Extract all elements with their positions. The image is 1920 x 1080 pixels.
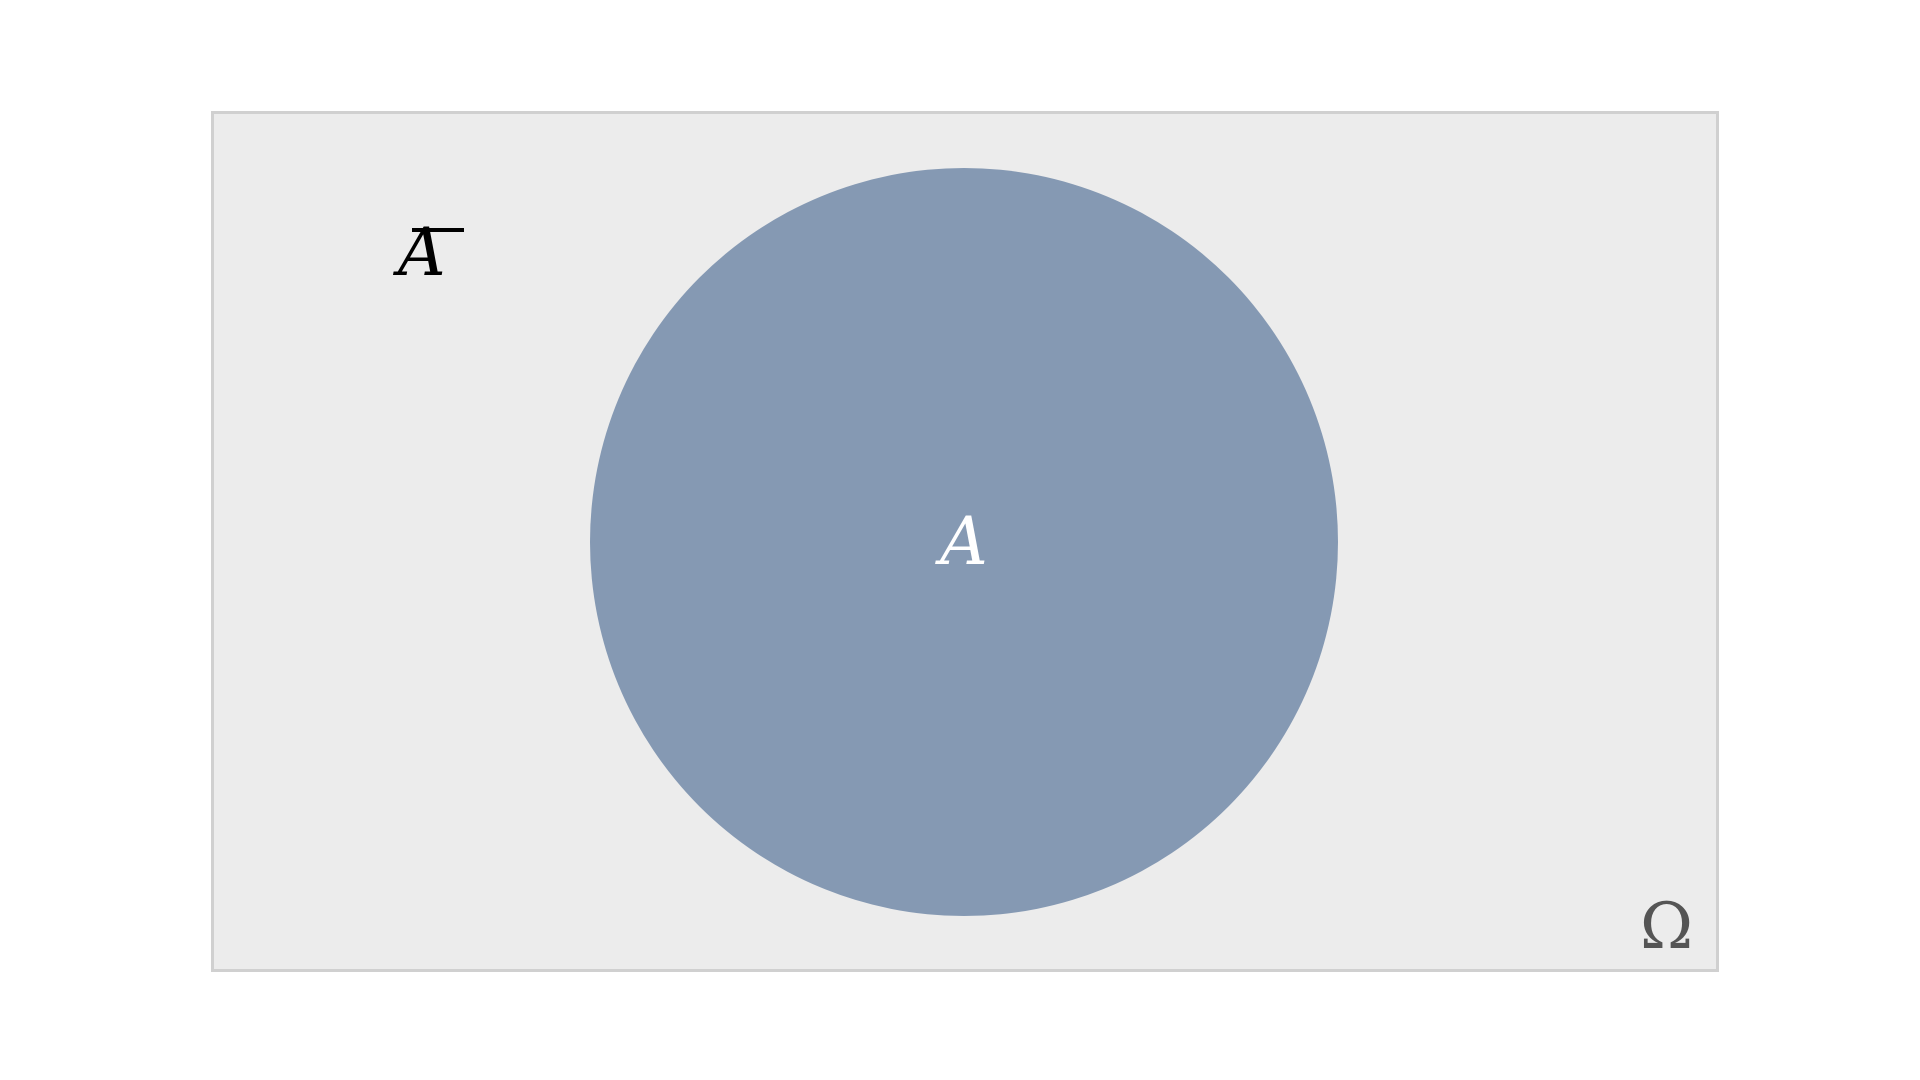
set-a-label: A (940, 503, 988, 580)
universe-label: Ω (1640, 890, 1694, 964)
complement-label: A (398, 214, 446, 291)
set-a-circle: A (590, 168, 1338, 916)
complement-overline (412, 228, 464, 232)
